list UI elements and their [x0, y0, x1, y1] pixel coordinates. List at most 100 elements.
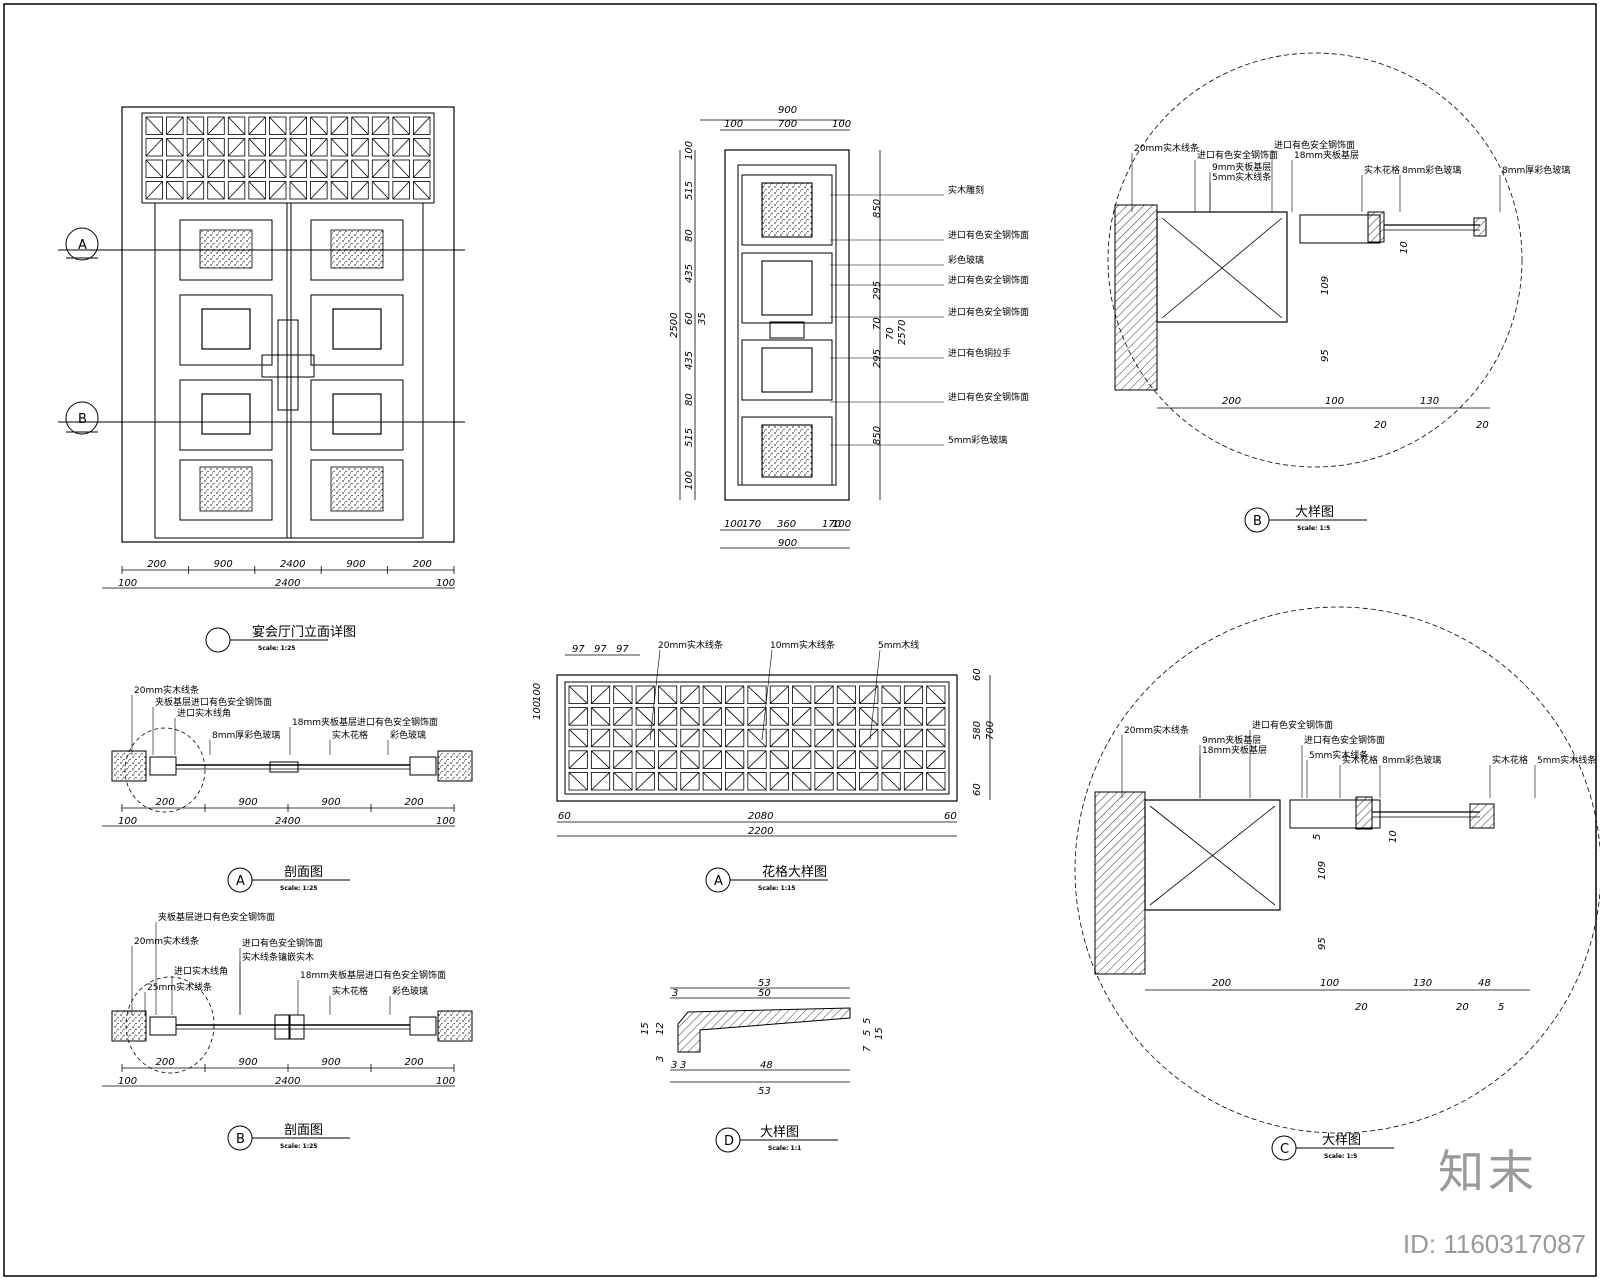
lattice-diagonal: [725, 772, 745, 791]
inset-mid1-left: [201, 308, 251, 350]
detail-callout-circle: [125, 976, 215, 1074]
section-a-top-dim-value: 900: [239, 797, 258, 808]
lattice-diagonal: [330, 138, 349, 157]
leaf-right-dim: 70: [885, 327, 896, 340]
detail-d-left-dim: 12: [655, 1022, 666, 1035]
lattice-diagonal: [658, 750, 678, 769]
detail-b-bead-right: [1473, 217, 1487, 237]
lattice-leader: [869, 649, 881, 741]
lattice-cell: [371, 138, 390, 157]
detail-c-circle: 20mm实木线条进口有色安全钢饰面9mm夹板基层18mm夹板基层进口有色安全钢饰…: [1074, 606, 1600, 1161]
detail-c-label: 5mm实木线条: [1537, 754, 1596, 766]
detail-b-label: 进口有色安全钢饰面: [1274, 139, 1355, 151]
lattice-diagonal: [904, 750, 923, 769]
detail-d-top-dim: 3: [672, 988, 678, 999]
lattice-cell: [635, 685, 655, 705]
mullion: [269, 761, 299, 773]
lattice-label: 5mm木线: [878, 639, 919, 651]
lattice-diagonal: [269, 181, 287, 200]
leaf-left-dim: 80: [684, 393, 695, 406]
lattice-diagonal: [568, 728, 588, 748]
lattice-diagonal: [926, 728, 946, 748]
detail-b-frame: [1156, 211, 1288, 323]
detail-c-label: 实木花格: [1342, 754, 1378, 766]
lattice-diagonal: [351, 138, 369, 157]
detail-b-label: 5mm实木线条: [1212, 171, 1271, 183]
lattice-cell: [881, 772, 901, 791]
lattice-cell: [836, 750, 856, 769]
lattice-diagonal: [591, 750, 610, 769]
lattice-cell: [613, 750, 633, 769]
lattice-cell: [207, 138, 225, 157]
lattice-diagonal: [166, 181, 184, 200]
lattice-cell: [836, 685, 856, 705]
detail-c-label: 进口有色安全钢饰面: [1304, 734, 1385, 746]
panel-mid2-left: [179, 379, 273, 451]
lattice-left-dim: 100: [532, 683, 543, 702]
section-b-dim-value: 100: [118, 1076, 137, 1087]
detail-d-bottom-dim: 48: [760, 1060, 773, 1071]
lattice-cell: [269, 159, 287, 178]
leaf-bottom-dim: 360: [777, 519, 796, 530]
section-a-title: 剖面图: [284, 865, 323, 880]
detail-d-top-dim: 50: [758, 988, 771, 999]
lattice-cell: [568, 685, 588, 705]
leaf-left-dim: 515: [684, 181, 695, 200]
lattice-cell: [836, 728, 856, 748]
jamb-left: [149, 756, 177, 776]
leaf-label: 实木雕刻: [948, 184, 984, 196]
leaf-label: 进口有色安全钢饰面: [948, 229, 1029, 241]
lattice-diagonal: [859, 685, 879, 704]
lattice-diagonal: [591, 707, 610, 726]
section-a-scale: Scale: 1:25: [280, 885, 317, 892]
lattice-diagonal: [166, 159, 184, 178]
lattice-cell: [269, 116, 287, 135]
section-a-label: 夹板基层进口有色安全钢饰面: [155, 696, 272, 708]
elevation-top-dim-value: 200: [413, 559, 432, 570]
lattice-diagonal: [166, 116, 184, 135]
lattice-diagonal: [145, 159, 163, 178]
detail-c-frame: [1144, 799, 1281, 911]
section-b-label: 25mm实木线条: [147, 981, 212, 993]
lattice-diagonal: [792, 750, 812, 769]
lattice-cell: [903, 707, 924, 726]
section-a-top-dim-value: 900: [322, 797, 341, 808]
lattice-cell: [747, 685, 767, 705]
lattice-diagonal: [658, 728, 678, 748]
lattice-diagonal: [635, 728, 655, 748]
lattice-diagonal: [371, 116, 390, 135]
lattice-diagonal: [702, 685, 722, 704]
detail-c-bubble-letter: C: [1280, 1142, 1289, 1157]
lattice-diagonal: [680, 750, 700, 769]
elevation-top-dim-value: 900: [346, 559, 365, 570]
lattice-diagonal: [145, 116, 163, 135]
jamb-right: [409, 1016, 437, 1036]
lattice-diagonal: [568, 750, 588, 769]
detail-c-label: 8mm彩色玻璃: [1382, 754, 1441, 766]
lattice-diagonal: [613, 750, 633, 769]
detail-c-leaf-edge: [1289, 799, 1381, 829]
detail-b-dim: 95: [1320, 349, 1331, 362]
lattice-cell: [814, 685, 834, 705]
leaf-panel-inset: [761, 424, 813, 478]
lattice-cell: [392, 181, 410, 200]
lattice-cell: [814, 728, 834, 748]
lattice-diagonal: [769, 685, 789, 704]
lattice-cell: [590, 750, 611, 769]
detail-d-bottom-dim: 3: [680, 1060, 686, 1071]
lattice-diagonal: [145, 138, 163, 157]
lattice-diagonal: [166, 138, 184, 157]
detail-b-label: 8mm厚彩色玻璃: [1502, 164, 1570, 176]
lattice-cell: [392, 138, 410, 157]
lattice-diagonal: [568, 685, 588, 704]
detail-b-label: 20mm实木线条: [1134, 142, 1199, 154]
lattice-cell: [658, 707, 678, 726]
detail-c-dim: 200: [1212, 978, 1231, 989]
lattice-cell: [310, 159, 328, 178]
detail-c-bead: [1355, 796, 1373, 830]
lattice-cell: [769, 707, 789, 726]
lattice-diagonal: [289, 181, 307, 200]
lattice-top-dim: 97: [594, 644, 607, 655]
